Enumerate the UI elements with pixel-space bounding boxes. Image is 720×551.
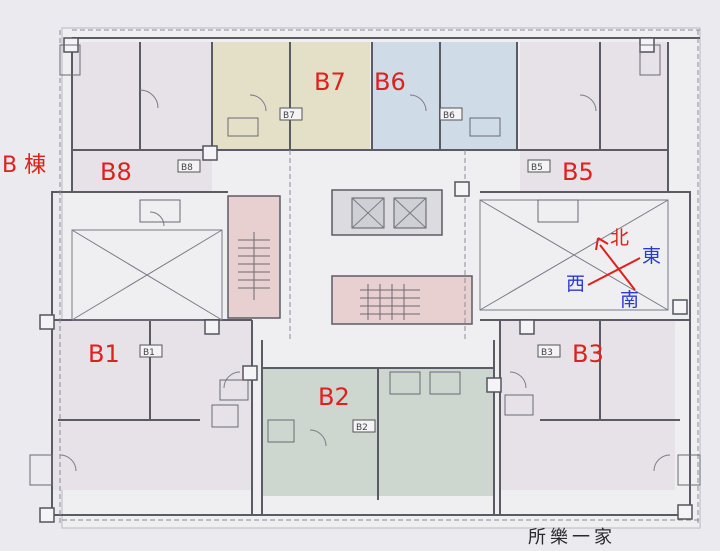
building-label: B 棟 xyxy=(2,153,46,178)
door-swings xyxy=(59,89,671,472)
tag-b8: B8 xyxy=(181,163,193,173)
label-b8: B8 xyxy=(100,158,132,186)
label-b7: B7 xyxy=(314,68,346,96)
fixtures xyxy=(29,44,701,486)
partitions xyxy=(52,42,690,515)
compass-ew-line xyxy=(587,257,641,286)
north-arrow-icon xyxy=(595,237,609,251)
compass-north: 北 xyxy=(610,227,629,249)
tag-b1: B1 xyxy=(143,348,155,358)
tag-b3: B3 xyxy=(541,348,553,358)
tag-b6: B6 xyxy=(443,111,455,121)
compass-west: 西 xyxy=(566,273,585,295)
label-b2: B2 xyxy=(318,383,350,411)
label-b3: B3 xyxy=(572,340,604,368)
compass-east: 東 xyxy=(642,245,661,267)
structural-columns xyxy=(39,37,693,523)
unit-b3-area xyxy=(500,320,675,490)
label-b5: B5 xyxy=(562,158,594,186)
label-b6: B6 xyxy=(374,68,406,96)
stair-center xyxy=(331,275,473,325)
compass-ns-line xyxy=(599,244,636,291)
unit-b6-area xyxy=(372,42,517,150)
label-b1: B1 xyxy=(88,340,120,368)
signature: 所樂一家 xyxy=(528,527,616,548)
stair-treads-center xyxy=(360,284,420,320)
stair-treads-left xyxy=(238,232,270,300)
tag-b2: B2 xyxy=(356,423,368,433)
compass: 北 東 西 南 xyxy=(566,227,661,311)
grid-lines xyxy=(59,29,700,525)
unit-tags: B1 B2 B3 B5 B6 B7 B8 xyxy=(139,107,561,433)
tag-b5: B5 xyxy=(531,163,543,173)
compass-south: 南 xyxy=(620,289,639,311)
tag-b7: B7 xyxy=(283,111,295,121)
